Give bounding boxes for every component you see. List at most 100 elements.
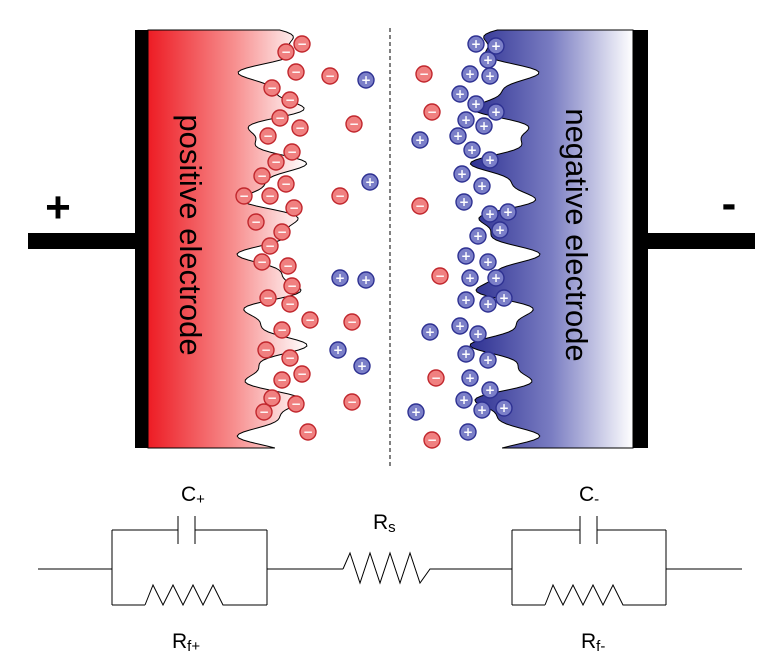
label-r-s-main: R: [373, 511, 388, 534]
svg-text:+: +: [465, 371, 475, 385]
label-r-s-sub: s: [388, 519, 396, 536]
svg-text:+: +: [335, 271, 345, 285]
cation-ion: +: [329, 341, 347, 359]
cation-ion: +: [407, 403, 425, 421]
cation-ion: +: [459, 423, 477, 441]
svg-text:−: −: [259, 405, 269, 419]
svg-text:+: +: [465, 67, 475, 81]
svg-text:−: −: [295, 121, 305, 135]
cation-ion: +: [461, 269, 479, 287]
equivalent-circuit: [38, 516, 742, 607]
anion-ion: −: [293, 365, 311, 383]
negative-electrode-label: negative electrode: [559, 108, 594, 361]
svg-text:+: +: [461, 113, 471, 127]
cation-ion: +: [463, 141, 481, 159]
svg-text:−: −: [257, 255, 267, 269]
svg-text:+: +: [459, 195, 469, 209]
svg-text:+: +: [453, 129, 463, 143]
svg-text:−: −: [435, 269, 445, 283]
label-r-s: Rs: [373, 511, 396, 536]
svg-text:+: +: [461, 347, 471, 361]
svg-text:−: −: [275, 111, 285, 125]
svg-text:−: −: [415, 199, 425, 213]
svg-text:+: +: [461, 249, 471, 263]
anion-ion: −: [253, 253, 271, 271]
anion-ion: −: [253, 167, 271, 185]
anion-ion: −: [299, 423, 317, 441]
cation-ion: +: [495, 289, 513, 307]
svg-text:−: −: [297, 367, 307, 381]
svg-text:+: +: [495, 223, 505, 237]
svg-text:+: +: [457, 167, 467, 181]
svg-text:+: +: [473, 229, 483, 243]
cation-ion: +: [353, 357, 371, 375]
anion-ion: −: [273, 321, 291, 339]
resistor-rs: [342, 551, 436, 585]
cation-ion: +: [479, 295, 497, 313]
anion-ion: −: [257, 341, 275, 359]
svg-text:−: −: [277, 225, 287, 239]
svg-text:−: −: [267, 81, 277, 95]
label-c-minus-main: C: [579, 483, 594, 506]
label-rf-plus-main: R: [172, 630, 187, 653]
positive-electrode-label: positive electrode: [173, 114, 208, 355]
svg-text:+: +: [361, 273, 371, 287]
svg-text:−: −: [287, 279, 297, 293]
svg-text:−: −: [265, 189, 275, 203]
svg-text:+: +: [455, 319, 465, 333]
svg-text:−: −: [427, 433, 437, 447]
svg-text:−: −: [303, 425, 313, 439]
cation-ion: +: [487, 37, 505, 55]
resistor-rf-plus: [144, 583, 230, 607]
svg-text:−: −: [281, 45, 291, 59]
anion-ion: −: [415, 65, 433, 83]
cation-ion: +: [461, 65, 479, 83]
svg-text:−: −: [347, 395, 357, 409]
label-c-plus-sub: +: [196, 491, 205, 508]
anion-ion: −: [427, 369, 445, 387]
label-c-plus-main: C: [181, 483, 196, 506]
cation-ion: +: [357, 71, 375, 89]
label-rf-minus: Rf-: [581, 630, 605, 655]
anion-ion: −: [259, 289, 277, 307]
anion-ion: −: [263, 79, 281, 97]
anion-ion: −: [283, 277, 301, 295]
anion-ion: −: [283, 143, 301, 161]
anion-ion: −: [273, 371, 291, 389]
svg-text:+: +: [477, 403, 487, 417]
cation-ion: +: [479, 253, 497, 271]
cation-ion: +: [491, 221, 509, 239]
anion-ion: −: [343, 313, 361, 331]
cation-ion: +: [467, 95, 485, 113]
cation-ion: +: [457, 247, 475, 265]
cation-ion: +: [455, 391, 473, 409]
svg-text:−: −: [335, 189, 345, 203]
svg-text:−: −: [427, 105, 437, 119]
svg-text:+: +: [491, 39, 501, 53]
svg-text:+: +: [485, 153, 495, 167]
positive-terminal-lead: [28, 233, 135, 249]
label-c-minus: C-: [579, 483, 599, 508]
svg-text:+: +: [411, 405, 421, 419]
cation-ion: +: [469, 325, 487, 343]
svg-text:+: +: [459, 393, 469, 407]
anion-ion: −: [343, 393, 361, 411]
svg-text:−: −: [263, 129, 273, 143]
anion-ion: −: [255, 403, 273, 421]
cation-ion: +: [331, 269, 349, 287]
svg-text:+: +: [461, 293, 471, 307]
svg-text:+: +: [361, 73, 371, 87]
cation-ion: +: [421, 323, 439, 341]
svg-text:+: +: [479, 119, 489, 133]
anion-ion: −: [281, 295, 299, 313]
svg-text:+: +: [483, 255, 493, 269]
cation-ion: +: [479, 51, 497, 69]
anion-ion: −: [261, 237, 279, 255]
anion-ion: −: [279, 257, 297, 275]
svg-text:−: −: [305, 313, 315, 327]
cation-ion: +: [481, 205, 499, 223]
cation-ion: +: [451, 85, 469, 103]
cation-ion: +: [457, 291, 475, 309]
cation-ion: +: [469, 227, 487, 245]
